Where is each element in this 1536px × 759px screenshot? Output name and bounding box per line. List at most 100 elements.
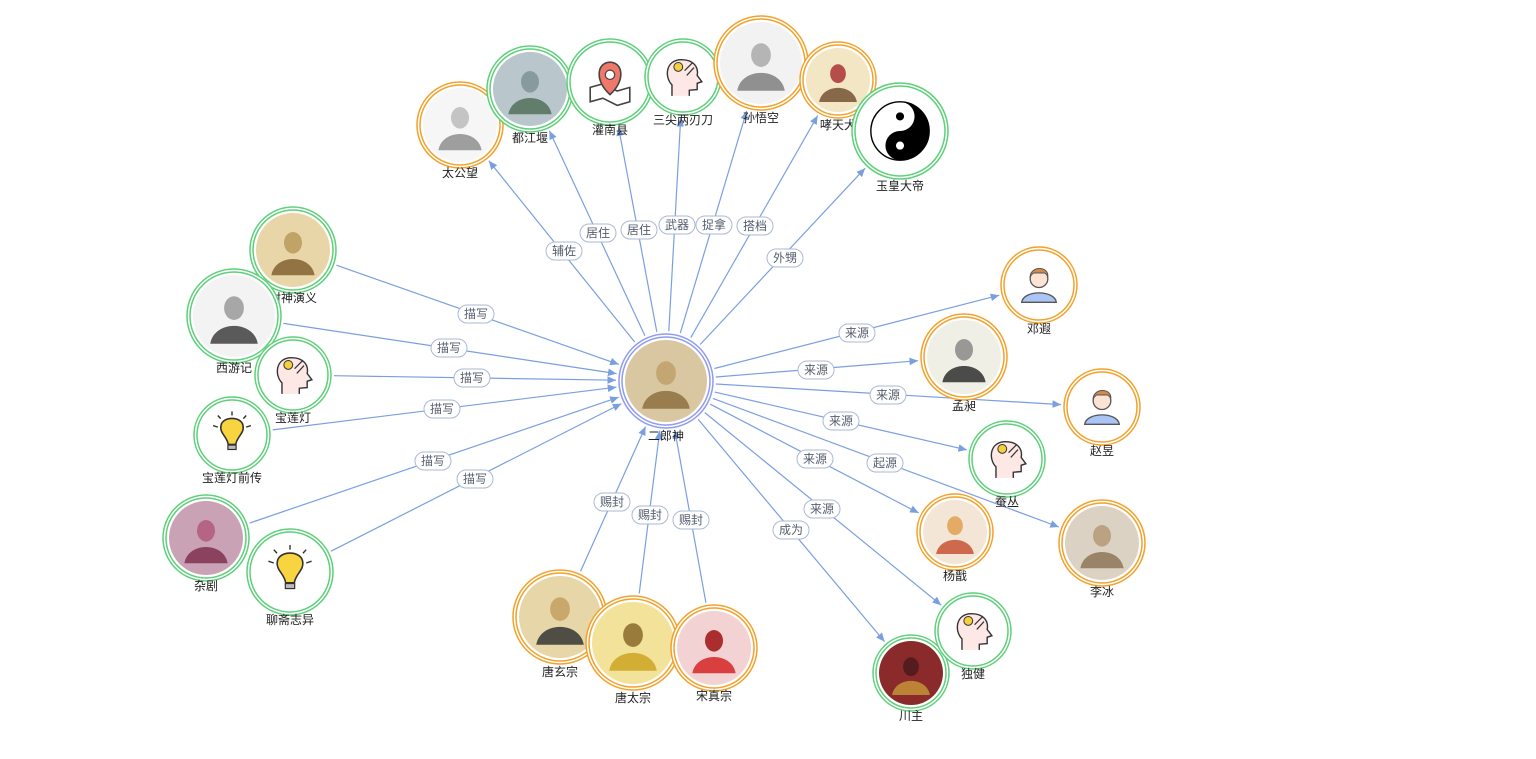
edge-label-box [593,492,631,512]
lightbulb-icon [212,411,252,451]
opera-photo-icon [169,501,243,575]
edge-label-box [423,399,461,419]
node-xiyouji[interactable]: 西游记 [186,268,282,375]
book-text-page-icon [193,275,275,357]
edge-label-box [822,411,860,431]
edge-label[interactable]: 描写 [453,368,491,388]
edge-label-box [631,505,669,525]
node-zhaoyu[interactable]: 赵昱 [1063,368,1141,458]
node-mengchang[interactable]: 孟昶 [920,313,1008,413]
node-sanjian[interactable]: 三尖两刃刀 [644,38,722,127]
node-dujiangyan[interactable]: 都江堰 [486,45,574,145]
node-baoliandengqianzhuan[interactable]: 宝莲灯前传 [193,396,271,485]
node-chuanzhu[interactable]: 川主 [872,634,950,723]
statue-photo-icon [1065,506,1139,580]
node-sunwukong[interactable]: 孙悟空 [713,15,809,125]
node-dujian[interactable]: 独健 [934,592,1012,681]
edge-label[interactable]: 来源 [869,385,907,405]
emperor-yellow-portrait-icon [592,602,674,684]
yin-yang-icon [870,101,930,161]
node-name: 宝莲灯前传 [202,470,262,485]
edge-label-box [866,453,904,473]
node-name: 唐玄宗 [542,664,578,679]
node-baoliandeng[interactable]: 宝莲灯 [254,336,332,425]
node-xiaotianquan[interactable]: 哮天犬 [799,41,877,132]
edge-label[interactable]: 描写 [423,399,461,419]
edge-label-box [695,215,733,235]
node-dengxia[interactable]: 邓遐 [1000,246,1078,336]
edge-label-box [430,338,468,358]
landscape-photo-icon [493,52,567,126]
node-name: 李冰 [1090,584,1114,599]
edge-label[interactable]: 居住 [620,220,658,240]
node-tangxuanzong[interactable]: 唐玄宗 [512,569,608,679]
nodes-layer: 太公望都江堰 灌南县三尖两刃刀孙悟空哮天犬玉皇大帝封神演义西游记宝莲灯宝莲灯前传杂… [162,15,1146,723]
edge-label[interactable]: 描写 [457,304,495,324]
edge-label[interactable]: 描写 [430,338,468,358]
edge-label-box [545,241,583,261]
edge-label[interactable]: 赐封 [672,510,710,530]
node-yuhuang[interactable]: 玉皇大帝 [851,82,949,193]
edge-label[interactable]: 赐封 [593,492,631,512]
node-name: 川主 [899,709,923,723]
edge-label-box [797,360,835,380]
node-name: 三尖两刃刀 [653,113,713,127]
node-name: 封神演义 [269,290,317,305]
edge-label[interactable]: 描写 [456,469,494,489]
temple-photo-icon [879,641,943,705]
edge-label-text: 来源 [810,502,834,516]
edge-label[interactable]: 来源 [838,323,876,343]
edge-label-box [869,385,907,405]
node-songzhenzong[interactable]: 宋真宗 [670,604,758,703]
monkey-sketch-icon [720,22,802,104]
book-illustration-icon [256,213,330,287]
node-erlang[interactable]: 二郎神 [618,333,714,443]
node-name: 独健 [961,667,985,681]
idea-head-icon [956,612,994,650]
edge-label-text: 来源 [829,414,853,428]
sage-sketch-icon [423,88,497,162]
edge-label[interactable]: 来源 [796,449,834,469]
node-name: 二郎神 [648,429,684,443]
edge-label[interactable]: 赐封 [631,505,669,525]
node-name: 孟昶 [952,399,976,413]
edge-label[interactable]: 来源 [797,360,835,380]
edge-label[interactable]: 捉拿 [695,215,733,235]
node-libing[interactable]: 李冰 [1058,499,1146,599]
node-name: 赵昱 [1090,444,1114,458]
edge-label-text: 描写 [421,454,445,468]
idea-head-icon [276,356,314,394]
node-guannanxian[interactable]: 灌南县 [566,38,654,137]
edge-label-text: 搭档 [743,219,767,233]
edge-label-text: 描写 [437,341,461,355]
edge-label[interactable]: 来源 [822,411,860,431]
edge-label-text: 捉拿 [702,217,726,232]
emperor-portrait-icon [519,576,601,658]
edge-label[interactable]: 搭档 [736,216,774,236]
node-name: 宋真宗 [696,688,732,703]
node-name: 聊斋志异 [266,612,314,627]
edge-label[interactable]: 武器 [658,215,696,235]
edge-label[interactable]: 起源 [866,453,904,473]
node-liaozhai[interactable]: 聊斋志异 [246,528,334,627]
edge-label[interactable]: 来源 [803,499,841,519]
edge-label[interactable]: 描写 [414,451,452,471]
node-yangjian[interactable]: 杨戬 [916,493,994,583]
person-avatar-icon [1083,390,1121,425]
edge-label[interactable]: 外甥 [766,248,804,268]
node-fengshen[interactable]: 封神演义 [249,206,337,305]
node-canchong[interactable]: 蚕丛 [968,420,1046,509]
edge-label-text: 描写 [430,402,454,416]
edge-label-text: 武器 [665,218,689,232]
edge-label[interactable]: 成为 [772,520,810,540]
edge-label-box [796,449,834,469]
node-taigongwang[interactable]: 太公望 [416,81,504,180]
edge-label[interactable]: 辅佐 [545,241,583,261]
node-name: 都江堰 [512,131,548,145]
node-zaju[interactable]: 杂剧 [162,494,250,593]
edge-label[interactable]: 居住 [579,223,617,243]
scholar-sketch-icon [927,320,1001,394]
node-tangtaizong[interactable]: 唐太宗 [585,595,681,705]
edge-label-box [658,215,696,235]
